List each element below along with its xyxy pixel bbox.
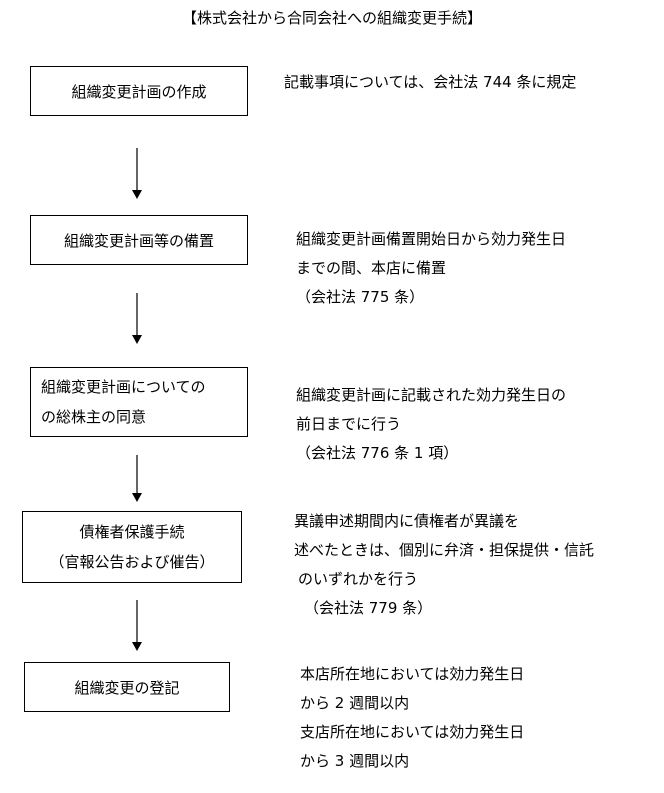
note-line: のいずれかを行う	[298, 570, 419, 588]
note-line: 支店所在地においては効力発生日	[300, 723, 525, 741]
step-shareholder-consent-box: 組織変更計画についての の総株主の同意	[30, 367, 248, 437]
flow-arrow-down	[132, 293, 142, 344]
step-create-plan-box: 組織変更計画の作成	[30, 66, 248, 116]
note-line: 記載事項については、会社法 744 条に規定	[284, 73, 577, 91]
note-line: から 2 週間以内	[300, 694, 410, 712]
step-creditor-protection-box: 債権者保護手続 （官報公告および催告）	[22, 511, 242, 583]
flow-arrow-down	[132, 600, 142, 651]
note-line: 前日までに行う	[296, 415, 402, 433]
note-line: （会社法 776 条 1 項）	[296, 444, 459, 462]
note-creditor-protection: 異議申述期間内に債権者が異議を 述べたときは、個別に弁済・担保提供・信託 のいず…	[294, 507, 594, 623]
note-keep-plan: 組織変更計画備置開始日から効力発生日 までの間、本店に備置 （会社法 775 条…	[296, 225, 566, 312]
step-shareholder-consent-label: 組織変更計画についての	[41, 378, 206, 396]
step-creditor-protection-label: （官報公告および催告）	[49, 553, 215, 571]
note-line: 組織変更計画に記載された効力発生日の	[296, 386, 567, 404]
note-registration: 本店所在地においては効力発生日 から 2 週間以内 支店所在地においては効力発生…	[300, 660, 524, 776]
note-line: までの間、本店に備置	[296, 259, 447, 277]
page-title: 【株式会社から合同会社への組織変更手続】	[181, 9, 482, 27]
note-line: から 3 週間以内	[300, 752, 410, 770]
step-registration-label: 組織変更の登記	[74, 678, 180, 697]
note-line: 組織変更計画備置開始日から効力発生日	[296, 230, 567, 248]
step-create-plan-label: 組織変更計画の作成	[71, 82, 207, 101]
flow-arrow-down	[132, 455, 142, 502]
step-keep-plan-box: 組織変更計画等の備置	[30, 215, 248, 265]
step-shareholder-consent-label: の総株主の同意	[41, 408, 147, 426]
step-keep-plan-label: 組織変更計画等の備置	[63, 231, 214, 250]
note-shareholder-consent: 組織変更計画に記載された効力発生日の 前日までに行う （会社法 776 条 1 …	[296, 381, 566, 468]
flow-arrow-down	[132, 148, 142, 199]
note-line: （会社法 779 条）	[304, 599, 433, 617]
step-creditor-protection-label: 債権者保護手続	[79, 523, 185, 541]
step-registration-box: 組織変更の登記	[24, 662, 230, 712]
note-line: （会社法 775 条）	[296, 288, 425, 306]
note-create-plan: 記載事項については、会社法 744 条に規定	[284, 68, 576, 97]
note-line: 述べたときは、個別に弁済・担保提供・信託	[294, 541, 595, 559]
note-line: 異議申述期間内に債権者が異議を	[294, 512, 520, 530]
note-line: 本店所在地においては効力発生日	[300, 665, 525, 683]
